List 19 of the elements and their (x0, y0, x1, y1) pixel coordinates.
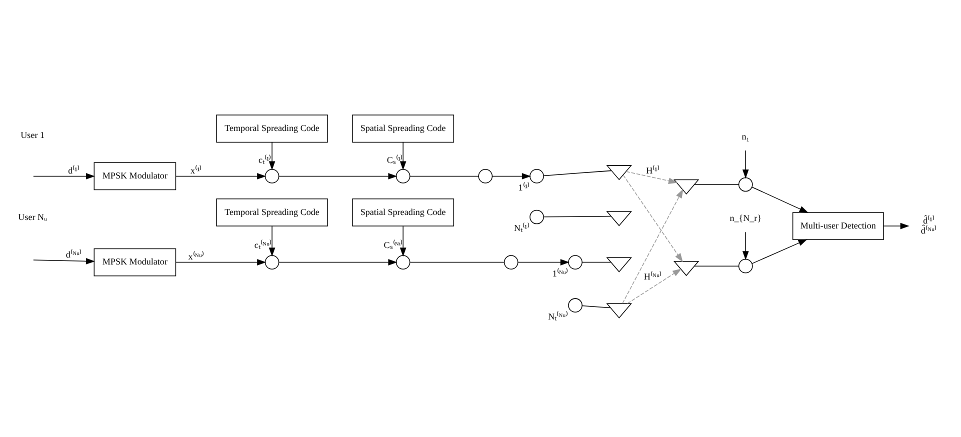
node-label: Nₜ⁽ᴺᵘ⁾ (548, 311, 568, 322)
edge-label: d⁽¹⁾ (68, 166, 80, 176)
node-label: 1⁽¹⁾ (518, 182, 530, 192)
label: User Nᵤ (18, 212, 48, 222)
edge-label: H⁽ᴺᵘ⁾ (644, 271, 662, 282)
label: User 1 (20, 130, 45, 140)
edge-label: Cₛ⁽ᴺᵗ⁾ (384, 240, 403, 250)
node-text: n_{N_r} (730, 212, 762, 223)
node-text: d̂⁽¹⁾ d̂⁽ᴺᵘ⁾ (920, 215, 937, 236)
edge-label: Cₛ⁽¹⁾ (386, 155, 403, 166)
edge-label: x⁽¹⁾ (190, 166, 202, 176)
node-label: Nₜ⁽¹⁾ (514, 223, 530, 234)
edge-label: cₜ⁽¹⁾ (258, 155, 272, 166)
node-text: n₁ (742, 131, 750, 142)
edge-label: cₜ⁽ᴺᵘ⁾ (254, 240, 272, 250)
edge-label: d⁽ᴺᵘ⁾ (66, 249, 82, 260)
edge-label: x⁽ᴺᵘ⁾ (188, 252, 204, 262)
node-label: 1⁽ᴺᵘ⁾ (552, 268, 568, 278)
edge-label: H⁽¹⁾ (646, 166, 660, 176)
